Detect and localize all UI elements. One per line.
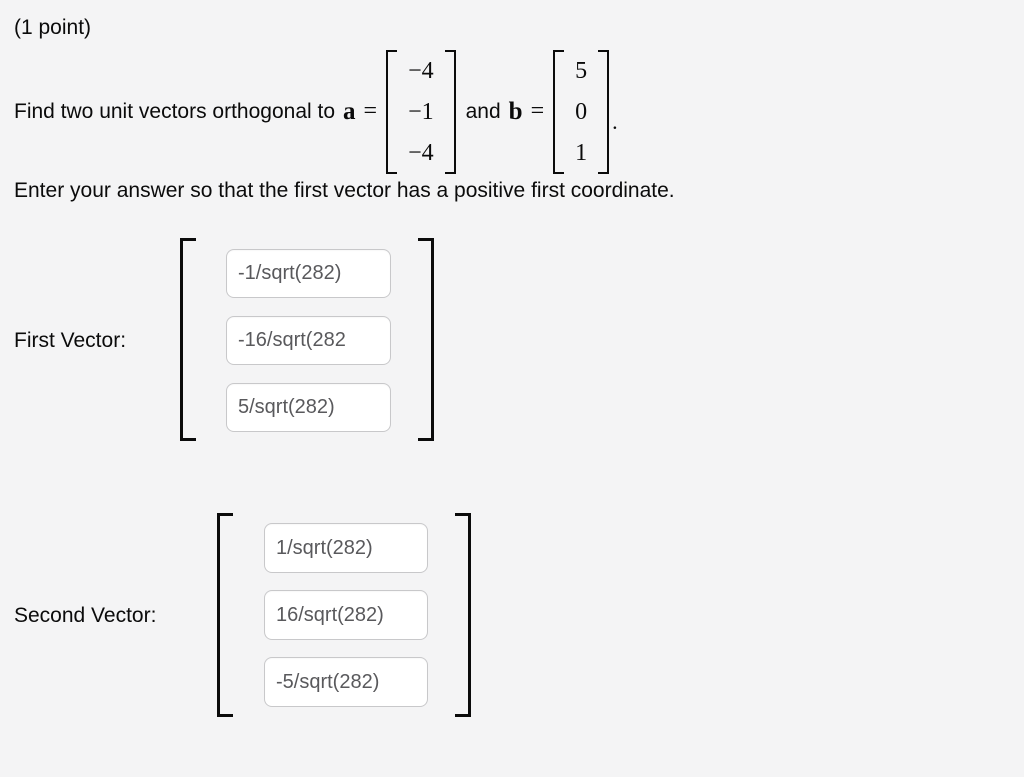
sentence-period: .: [612, 108, 618, 134]
first-vector-left-bracket: [180, 238, 196, 441]
vector-a-entry-2: −1: [408, 98, 434, 125]
vector-b-left-bracket: [553, 49, 565, 174]
second-vector-answer-matrix: [217, 513, 471, 717]
first-vector-component-2-input[interactable]: [226, 316, 391, 365]
second-vector-component-1-input[interactable]: [264, 523, 428, 573]
vector-a-left-bracket: [386, 49, 398, 174]
vector-b-right-bracket: [598, 49, 610, 174]
vector-a-matrix: −4 −1 −4: [386, 49, 456, 174]
vector-a-entry-3: −4: [408, 139, 434, 166]
second-vector-component-2-input[interactable]: [264, 590, 428, 640]
conjunction-text: and: [465, 99, 501, 123]
vector-b-entry-1: 5: [575, 57, 588, 84]
vector-b-entries: 5 0 1: [564, 50, 598, 174]
second-vector-component-3-input[interactable]: [264, 657, 428, 707]
first-vector-inputs: [226, 238, 391, 441]
points-label: (1 point): [14, 16, 92, 39]
first-vector-component-3-input[interactable]: [226, 383, 391, 432]
vector-b-entry-2: 0: [575, 98, 588, 125]
problem-statement: Find two unit vectors orthogonal to a = …: [14, 46, 618, 177]
vector-b-matrix: 5 0 1: [553, 49, 610, 174]
vector-a-symbol: a: [343, 97, 356, 125]
second-vector-left-bracket: [217, 513, 233, 717]
instruction-text: Enter your answer so that the first vect…: [14, 179, 675, 202]
problem-lead-text: Find two unit vectors orthogonal to: [14, 99, 336, 123]
second-vector-inputs: [264, 513, 428, 717]
first-vector-component-1-input[interactable]: [226, 249, 391, 298]
second-vector-label: Second Vector:: [14, 604, 157, 627]
vector-b-entry-3: 1: [575, 139, 588, 166]
vector-a-right-bracket: [444, 49, 456, 174]
first-vector-right-bracket: [418, 238, 434, 441]
first-vector-answer-matrix: [180, 238, 434, 441]
vector-a-entries: −4 −1 −4: [397, 50, 445, 174]
second-vector-right-bracket: [455, 513, 471, 717]
vector-b-symbol: b: [508, 97, 523, 125]
equals-sign-b: =: [530, 98, 545, 124]
vector-a-entry-1: −4: [408, 57, 434, 84]
first-vector-label: First Vector:: [14, 329, 127, 352]
equals-sign-a: =: [363, 98, 378, 124]
